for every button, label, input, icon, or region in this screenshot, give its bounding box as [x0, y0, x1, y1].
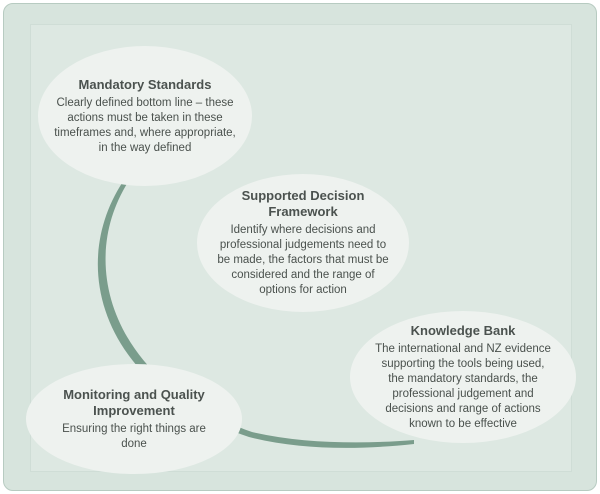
- node-title: Supported Decision Framework: [241, 188, 365, 219]
- node-title: Knowledge Bank: [410, 322, 516, 338]
- diagram-frame: Mandatory Standards Clearly defined bott…: [3, 3, 597, 491]
- node-description: Identify where decisions and professiona…: [217, 224, 389, 296]
- node-description: Clearly defined bottom line – these acti…: [54, 96, 236, 154]
- node-title: Mandatory Standards: [78, 76, 212, 92]
- node-description: Ensuring the right things are done: [62, 422, 206, 450]
- node-title: Monitoring and Quality Improvement: [63, 386, 205, 418]
- monitoring-quality-improvement-node: Monitoring and Quality Improvement Ensur…: [26, 364, 242, 474]
- knowledge-bank-node: Knowledge Bank The international and NZ …: [350, 311, 576, 443]
- supported-decision-framework-node: Supported Decision Framework Identify wh…: [197, 174, 409, 312]
- mandatory-standards-node: Mandatory Standards Clearly defined bott…: [38, 46, 252, 186]
- node-description: The international and NZ evidence suppor…: [375, 342, 551, 430]
